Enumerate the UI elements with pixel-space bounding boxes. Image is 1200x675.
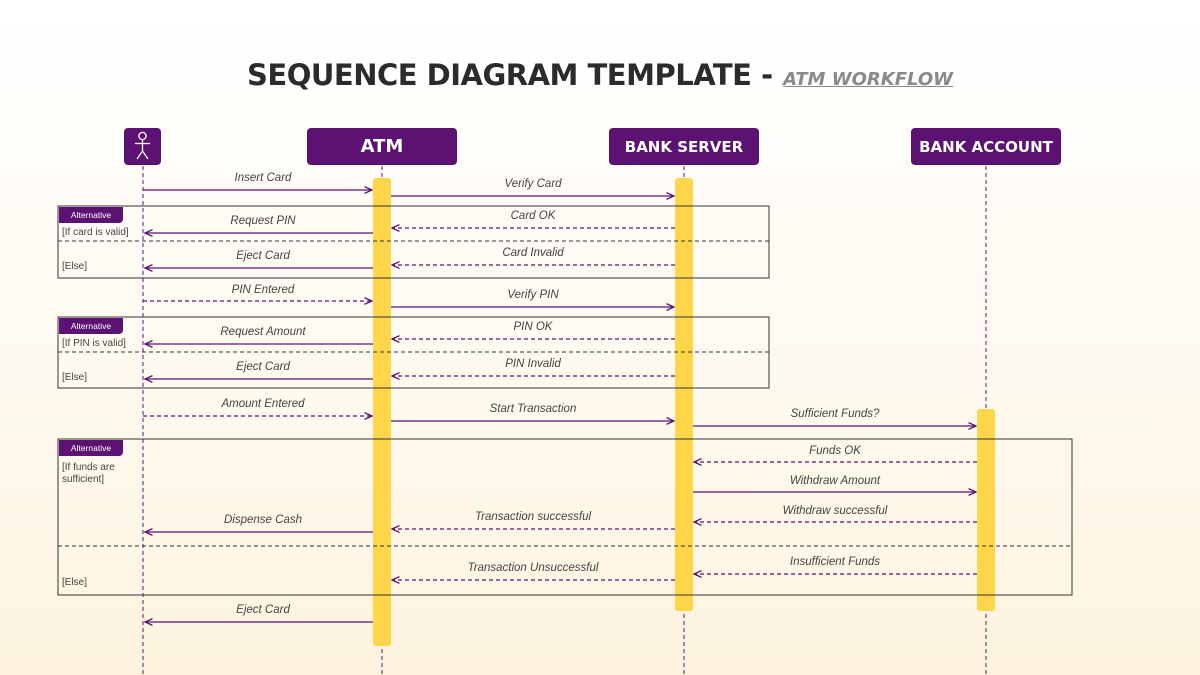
- title-main: SEQUENCE DIAGRAM TEMPLATE -: [247, 58, 773, 92]
- activation-bank-server: [675, 178, 693, 611]
- alt-tag-card: Alternative: [59, 207, 123, 223]
- msg-request-pin: Request PIN: [230, 215, 296, 227]
- alt-fragment-card: [57, 205, 770, 279]
- guard-funds-sufficient: [If funds are sufficient]: [62, 462, 115, 485]
- alt-tag-funds: Alternative: [59, 440, 123, 456]
- page-title: SEQUENCE DIAGRAM TEMPLATE - ATM WORKFLOW: [0, 58, 1200, 92]
- msg-eject-card-2: Eject Card: [236, 361, 290, 373]
- msg-transaction-successful: Transaction successful: [474, 511, 592, 523]
- msg-card-invalid: Card Invalid: [502, 247, 564, 259]
- msg-verify-pin: Verify PIN: [507, 289, 559, 301]
- activation-bank-account: [977, 409, 995, 611]
- msg-dispense-cash: Dispense Cash: [224, 514, 302, 526]
- msg-insufficient-funds: Insufficient Funds: [789, 556, 881, 568]
- msg-withdraw-successful: Withdraw successful: [782, 505, 888, 517]
- msg-eject-card-1: Eject Card: [236, 250, 290, 262]
- guard-funds-else: [Else]: [62, 577, 88, 588]
- activation-atm: [373, 178, 391, 646]
- msg-pin-ok: PIN OK: [513, 321, 553, 333]
- guard-pin-valid: [If PIN is valid]: [62, 338, 126, 349]
- msg-pin-invalid: PIN Invalid: [505, 358, 561, 370]
- guard-card-else: [Else]: [62, 261, 88, 272]
- msg-transaction-unsuccessful: Transaction Unsuccessful: [467, 562, 599, 574]
- alt-tag-pin: Alternative: [59, 318, 123, 334]
- msg-amount-entered: Amount Entered: [221, 398, 305, 410]
- msg-pin-entered: PIN Entered: [231, 284, 295, 296]
- msg-verify-card: Verify Card: [504, 178, 562, 190]
- msg-sufficient-funds: Sufficient Funds?: [790, 408, 880, 420]
- participant-bank-account: BANK ACCOUNT: [911, 128, 1061, 165]
- participant-bank-server: BANK SERVER: [609, 128, 759, 165]
- title-subtitle: ATM WORKFLOW: [783, 69, 953, 90]
- user-actor: [124, 128, 161, 165]
- msg-withdraw-amount: Withdraw Amount: [789, 475, 881, 487]
- msg-eject-card-3: Eject Card: [236, 604, 290, 616]
- msg-funds-ok: Funds OK: [809, 445, 861, 457]
- msg-start-transaction: Start Transaction: [489, 403, 577, 415]
- alt-fragment-funds: [57, 438, 1073, 596]
- msg-request-amount: Request Amount: [220, 326, 306, 338]
- guard-card-valid: [If card is valid]: [62, 227, 129, 238]
- msg-insert-card: Insert Card: [234, 172, 292, 184]
- msg-card-ok: Card OK: [510, 210, 556, 222]
- guard-pin-else: [Else]: [62, 372, 88, 383]
- stick-figure-icon: [135, 131, 150, 160]
- participant-atm: ATM: [307, 128, 457, 165]
